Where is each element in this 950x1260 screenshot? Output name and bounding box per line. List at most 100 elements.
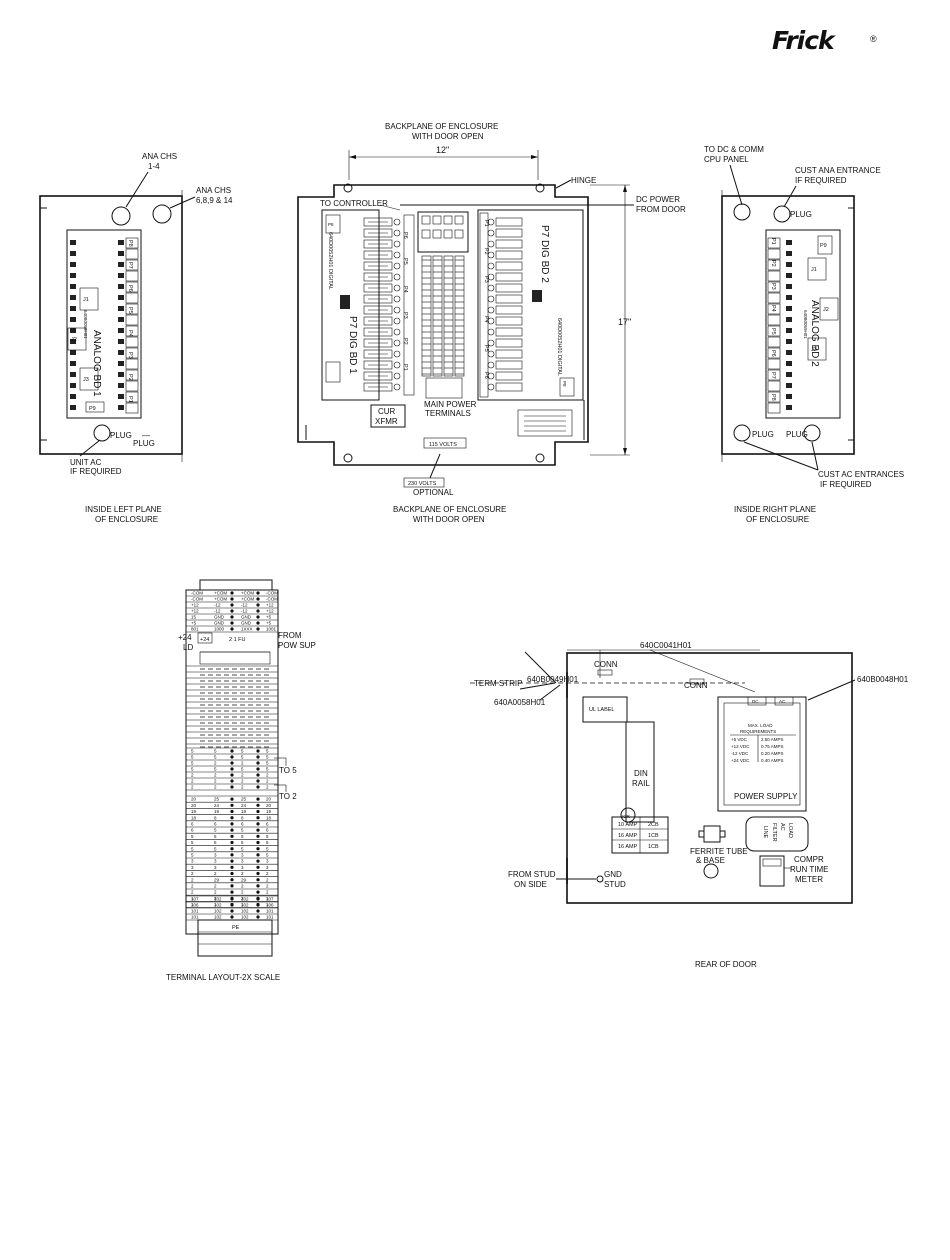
- top-cell: 1001: [266, 627, 277, 632]
- upper-cell: 2: [241, 761, 244, 766]
- left-plane-title-2: OF ENCLOSURE: [95, 515, 158, 524]
- rb-pin: [767, 248, 781, 260]
- upper-cell: 5: [266, 761, 269, 766]
- lb-component: [70, 361, 76, 366]
- bd2-terminal: [495, 316, 523, 326]
- ctr-top-box: [421, 229, 431, 239]
- ml-2-a: 0.75 AMPS: [761, 744, 784, 749]
- mid-dot: [256, 816, 260, 820]
- bd1-p2: P2: [402, 338, 408, 345]
- bd1-terminal: [363, 250, 393, 260]
- bd2-p5: P5: [483, 345, 489, 352]
- mid-cell: 1: [214, 902, 217, 907]
- mid-cell: 1: [191, 902, 194, 907]
- top-cell: 15: [191, 615, 197, 620]
- low-dot: [256, 915, 260, 919]
- rb-pin: [767, 281, 781, 293]
- lb-component: [70, 306, 76, 311]
- top-cell: +COM: [241, 597, 254, 602]
- lb-component: [70, 350, 76, 355]
- low-cell: 102: [214, 909, 222, 914]
- upper-cell: 2: [191, 779, 194, 784]
- upper-cell: 5: [241, 755, 244, 760]
- mid-cell: 3: [241, 853, 244, 858]
- ctr-top-box: [421, 215, 431, 225]
- mid-cell: 5: [266, 846, 269, 851]
- ac-filter: [745, 816, 809, 852]
- upper-cell: 2: [241, 773, 244, 778]
- dc-power-line1: DC POWER: [636, 195, 680, 204]
- mid-cell: 1: [266, 902, 269, 907]
- top-cell: -12: [214, 603, 221, 608]
- mid-dot: [256, 809, 260, 814]
- mid-cell: 3: [214, 859, 217, 864]
- rp-p1: P1: [770, 238, 776, 245]
- top-cell: +12: [266, 609, 274, 614]
- mid-dot: [230, 859, 234, 863]
- mid-dot: [230, 840, 234, 845]
- lb-pin: [125, 248, 139, 260]
- rb-component: [786, 328, 792, 333]
- lb-component: [70, 328, 76, 333]
- mid-cell: 5: [191, 853, 194, 858]
- low-dot: [230, 909, 234, 913]
- rb-pin: [767, 292, 781, 304]
- upper-dot: [256, 755, 260, 759]
- bd1-led: [393, 306, 401, 314]
- filter-ac: AC: [779, 823, 785, 831]
- top-cell: -COM: [191, 597, 203, 602]
- unit-ac-line2: IF REQUIRED: [70, 467, 122, 476]
- nameplate: [517, 409, 573, 437]
- lb-component: [118, 361, 124, 366]
- rp-p8: P8: [770, 394, 776, 401]
- lb-pin: [125, 402, 139, 414]
- ml-3-v: -12 VDC: [731, 751, 749, 756]
- upper-cell: 2: [214, 785, 217, 790]
- mid-dot: [230, 816, 234, 820]
- analog-bd2-part: 640B0059H01: [803, 310, 808, 339]
- bd1-p1: P1: [402, 364, 408, 371]
- lb-component: [118, 284, 124, 289]
- mid-cell: 5: [266, 853, 269, 858]
- right-p-labels: P1 P2 P3 P4 P5 P6 P7 P8: [770, 238, 776, 401]
- mid-dot: [256, 878, 260, 882]
- bd2-p4: P4: [483, 316, 489, 323]
- mid-cell: 5: [266, 834, 269, 839]
- lb-component: [118, 372, 124, 377]
- mid-cell: 5: [214, 834, 217, 839]
- bd2-led: [487, 350, 495, 358]
- mid-dot: [256, 847, 260, 851]
- low-dot: [230, 897, 234, 901]
- mid-cell: 2: [191, 884, 194, 889]
- bd1-terminal: [363, 360, 393, 370]
- upper-dot: [256, 779, 260, 783]
- mid-cell: 2: [191, 890, 194, 895]
- upper-dot: [256, 761, 260, 765]
- mid-cell: 2: [266, 871, 269, 876]
- mid-dot: [230, 809, 234, 814]
- digital-board-1: [321, 209, 380, 401]
- p8-right: P8: [562, 381, 567, 387]
- left-p-labels: P8 P7 P6 P5 P4 P3 P2 P1: [127, 240, 133, 403]
- upper-dot: [230, 785, 234, 789]
- ld-label: LD: [183, 643, 193, 652]
- upper-cell: 5: [191, 749, 194, 754]
- bd1-led: [393, 350, 401, 358]
- p9-left: P9: [89, 406, 96, 412]
- svg-text:—: —: [142, 431, 150, 440]
- bd1-terminal: [363, 283, 393, 293]
- left-plane-frame: [39, 195, 183, 455]
- frick-logo: Frick ®: [772, 26, 882, 56]
- upper-cell: 2: [191, 773, 194, 778]
- lb-component: [118, 317, 124, 322]
- gnd-line2: STUD: [604, 880, 626, 889]
- mid-dot: [256, 890, 260, 894]
- mid-cell: 18: [191, 815, 197, 820]
- lb-component: [118, 251, 124, 256]
- bd2-header: [479, 212, 489, 398]
- left-plane-title-1: INSIDE LEFT PLANE: [85, 505, 162, 514]
- upper-cell: 2: [241, 785, 244, 790]
- low-cell: 102: [214, 903, 222, 908]
- bd1-led: [393, 295, 401, 303]
